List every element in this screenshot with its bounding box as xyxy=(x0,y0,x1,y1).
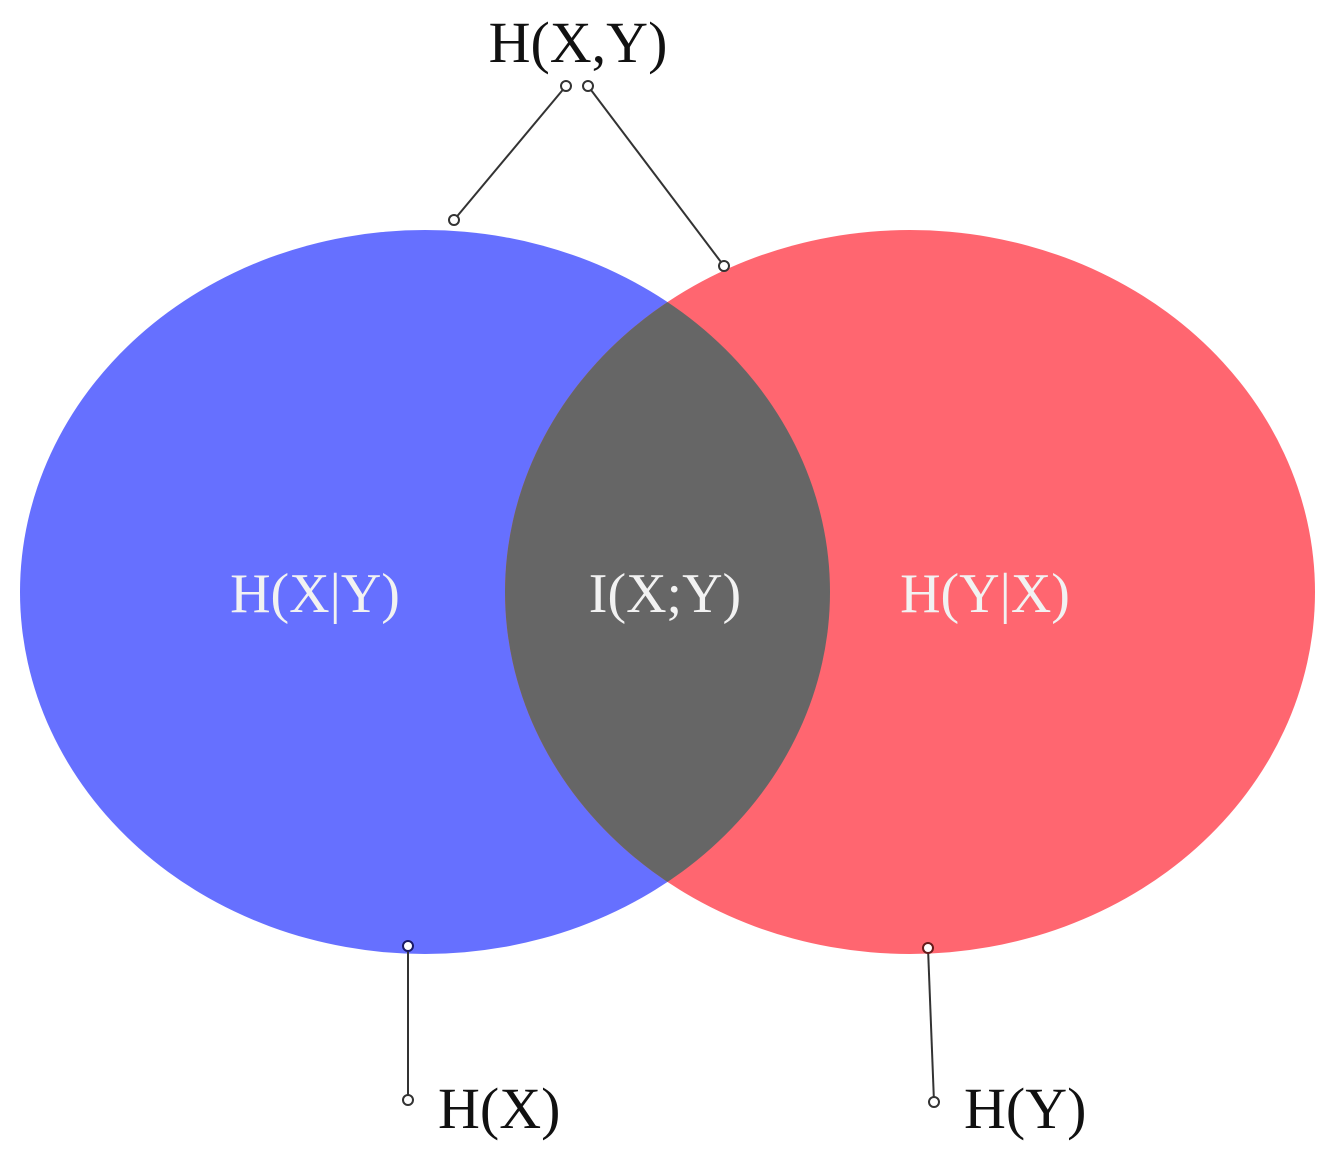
entropy-y-label: H(Y) xyxy=(964,1076,1086,1141)
hx-leader-bottom-dot xyxy=(402,1094,414,1106)
hy-leader xyxy=(927,947,935,1103)
conditional-x-given-y-label: H(X|Y) xyxy=(230,563,400,625)
entropy-x-label: H(X) xyxy=(438,1076,560,1141)
joint-entropy-label: H(X,Y) xyxy=(489,10,668,75)
joint-leader-right xyxy=(587,85,725,267)
mutual-information-label: I(X;Y) xyxy=(589,563,741,625)
hy-leader-top-dot xyxy=(922,942,934,954)
conditional-y-given-x-label: H(Y|X) xyxy=(900,563,1070,625)
joint-leader-left-end-dot xyxy=(448,214,460,226)
joint-leader-left-top-dot xyxy=(560,80,572,92)
overlap-region xyxy=(505,230,830,954)
joint-leader-left xyxy=(453,85,567,221)
hy-leader-bottom-dot xyxy=(928,1096,940,1108)
joint-leader-right-end-dot xyxy=(718,260,730,272)
hx-leader-top-dot xyxy=(402,940,414,952)
joint-leader-right-top-dot xyxy=(582,80,594,92)
